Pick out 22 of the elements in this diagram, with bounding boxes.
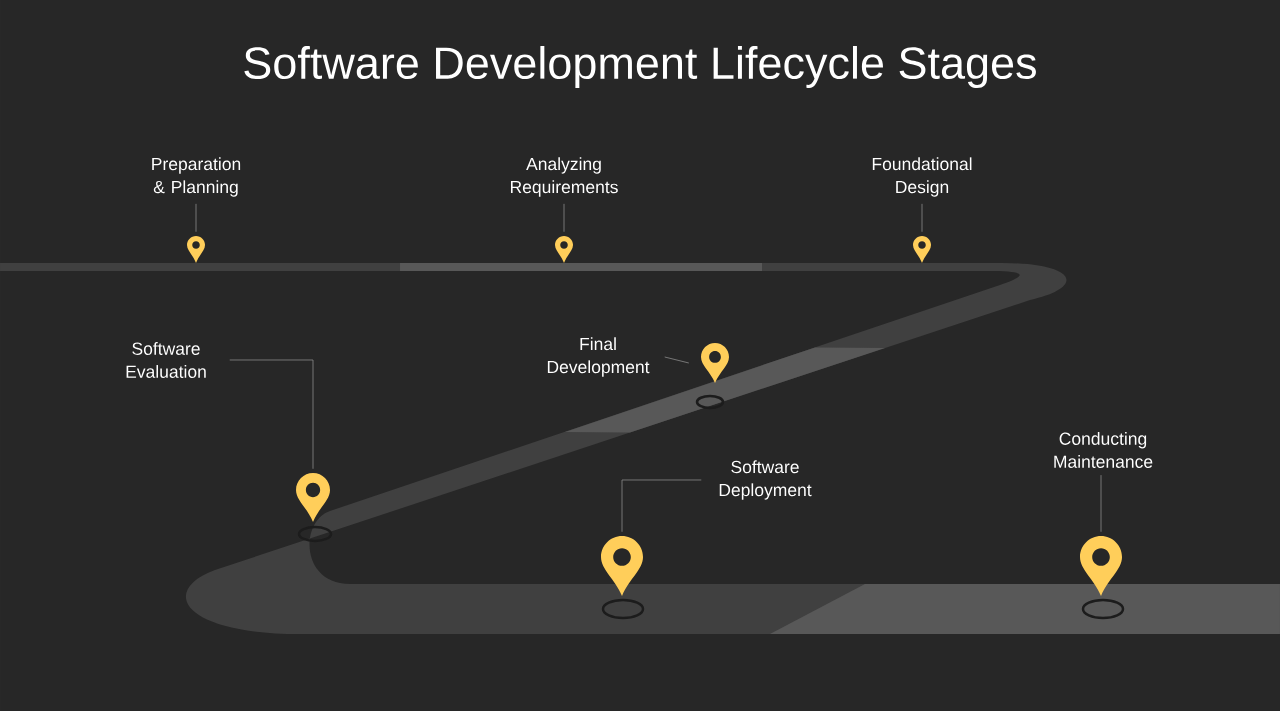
location-pin-icon (913, 236, 931, 263)
leader-line (195, 203, 197, 233)
leader-line (621, 479, 702, 533)
stage-label: Software Evaluation (126, 342, 206, 378)
stage-label: Preparation & Planning (152, 157, 241, 197)
leader-line (664, 356, 690, 364)
location-pin-icon (701, 343, 729, 383)
stage-label: Final Development (547, 337, 650, 377)
leader-line (1100, 474, 1102, 533)
stage-label: Conducting Maintenance (1054, 432, 1153, 468)
title: Software Development Lifecycle Stages (244, 46, 1036, 88)
leader-line (229, 359, 314, 470)
location-pin-icon (601, 536, 643, 596)
location-pin-icon (1080, 536, 1122, 596)
location-pin-icon (296, 473, 330, 522)
stage-label: Foundational Design (872, 157, 972, 197)
stage-label: Software Deployment (719, 460, 812, 500)
stage-label: Analyzing Requirements (511, 157, 618, 197)
leader-line (563, 203, 565, 233)
location-pin-icon (187, 236, 205, 263)
leader-line (921, 203, 923, 233)
location-pin-icon (555, 236, 573, 263)
